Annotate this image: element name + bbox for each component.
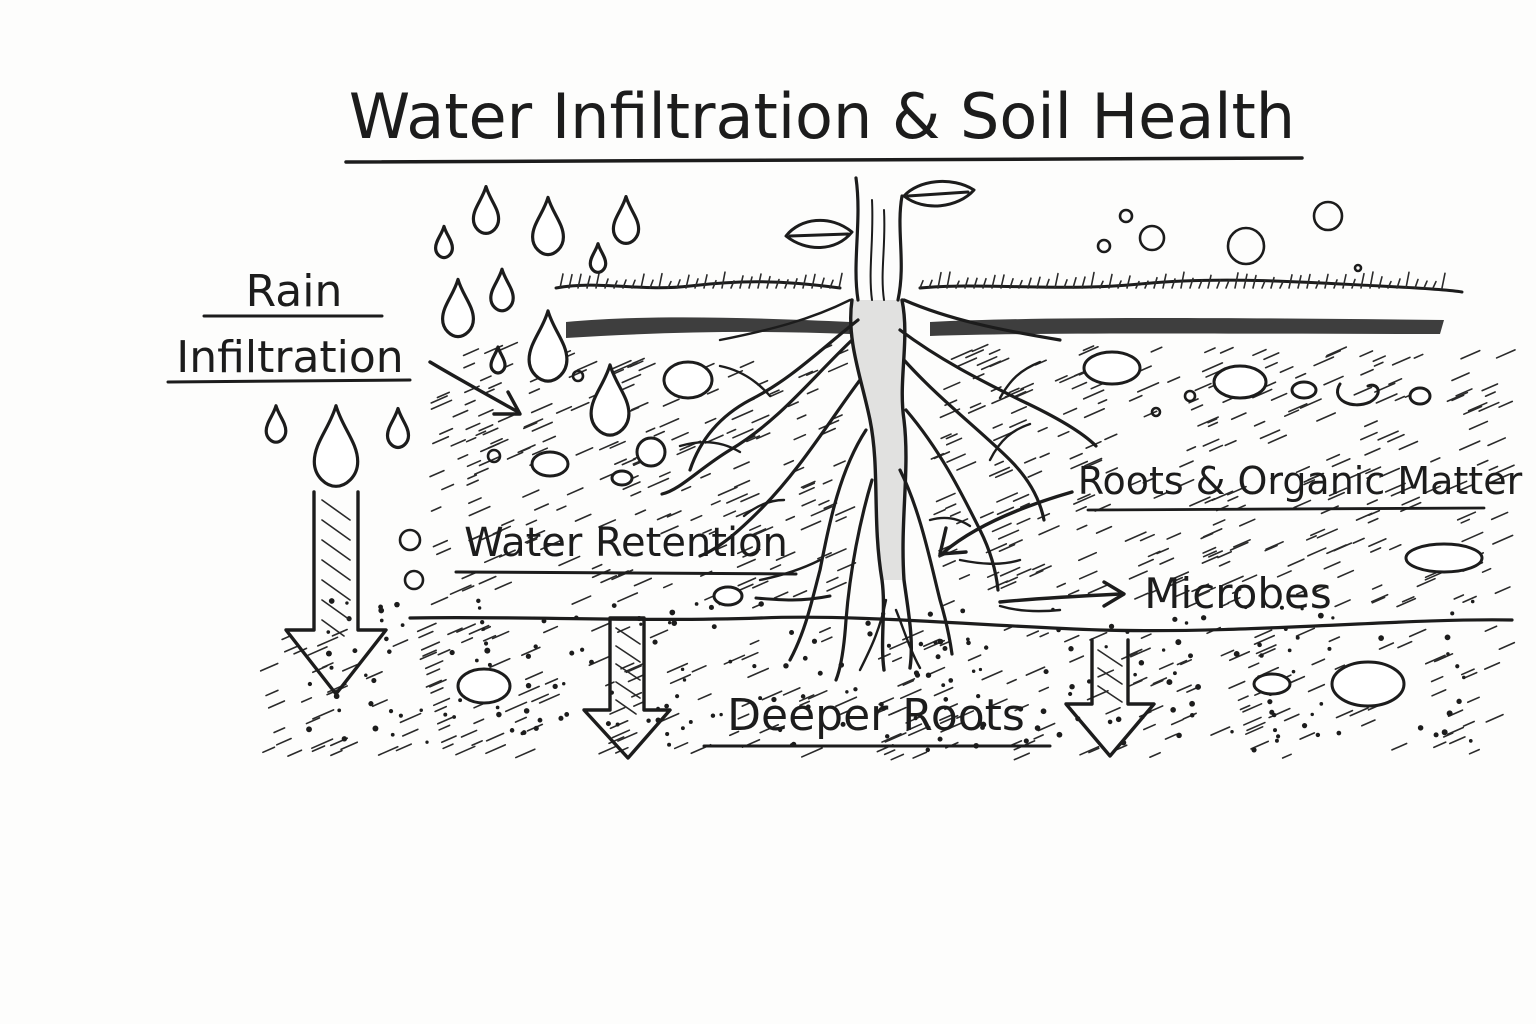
label-microbes: Microbes	[1144, 569, 1331, 618]
title-underline	[344, 155, 1304, 164]
pebble-icon	[635, 436, 667, 468]
raindrops	[264, 185, 641, 488]
root-strand	[988, 422, 1032, 462]
root-strand	[742, 498, 786, 518]
root-strand	[678, 440, 742, 454]
retention-pointer	[754, 594, 832, 602]
pebble-icon	[712, 585, 744, 607]
root-strand	[898, 328, 1098, 448]
root-strand	[894, 608, 922, 670]
leaf-right	[902, 179, 976, 208]
raindrop-icon	[264, 404, 288, 444]
label-rain-infiltration: Rain Infiltration	[166, 266, 412, 384]
label-roots-organic-matter: Roots & Organic Matter	[1078, 459, 1523, 512]
pointer-arrow-icon	[428, 360, 522, 416]
label-roots-text: Roots & Organic Matter	[1078, 459, 1523, 503]
root-strand	[788, 428, 868, 662]
pebble-icon	[662, 360, 714, 400]
root-strand	[718, 298, 852, 342]
pebble-icon	[1212, 364, 1268, 400]
raindrop-icon	[312, 404, 360, 488]
root-strand	[718, 364, 772, 398]
label-water-retention-text: Water Retention	[464, 520, 788, 566]
raindrop-icon	[589, 363, 631, 437]
raindrop-icon	[434, 224, 454, 260]
label-infiltration-line2: Infiltration	[176, 332, 403, 383]
raindrop-icon	[489, 345, 507, 375]
root-strand	[902, 298, 1062, 342]
pebble-icon	[610, 469, 634, 487]
root-strand	[998, 360, 1042, 400]
raindrop-icon	[531, 195, 565, 257]
pebble-icon	[1252, 672, 1292, 696]
pebble-icon	[530, 450, 570, 478]
root-strand	[758, 558, 822, 582]
root-strand	[904, 408, 1000, 592]
root-strand	[898, 468, 954, 656]
root-strand	[958, 558, 1022, 565]
raindrop-icon	[588, 242, 608, 274]
curled-organic-matter	[1336, 382, 1380, 407]
label-deeper-roots: Deeper Roots	[702, 690, 1052, 748]
raindrop-icon	[385, 406, 411, 450]
root-strand	[928, 516, 972, 528]
label-water-retention: Water Retention	[454, 520, 798, 576]
leaf-left	[784, 218, 854, 249]
label-deeper-roots-text: Deeper Roots	[727, 690, 1025, 741]
diagram-title: Water Infiltration & Soil Health	[349, 80, 1295, 153]
raindrop-icon	[441, 277, 475, 339]
raindrop-icon	[489, 267, 515, 313]
root-strand	[902, 358, 1046, 522]
label-rain-line1: Rain	[246, 266, 343, 317]
root-strand	[858, 598, 888, 672]
pebble-icon	[456, 667, 512, 705]
pebble-icon	[1082, 350, 1142, 386]
down-arrow-icon	[284, 490, 388, 696]
label-microbes-text: Microbes	[1144, 569, 1331, 618]
root-strand	[834, 478, 874, 682]
air-bubbles	[398, 200, 1363, 591]
down-arrow-icon	[1064, 638, 1156, 758]
pebble-icon	[1408, 386, 1432, 406]
raindrop-icon	[527, 309, 569, 383]
raindrop-icon	[471, 185, 501, 235]
root-strand	[660, 338, 854, 496]
grass-strokes	[559, 271, 1446, 289]
topsoil-band-right	[930, 318, 1444, 336]
pebble-icon	[1404, 542, 1484, 574]
topsoil-band	[566, 317, 850, 338]
subsoil-boundary-line	[408, 615, 1514, 633]
down-arrow-icon	[582, 616, 672, 760]
pointer-arrow-icon	[938, 490, 1074, 556]
pebble-icon	[1290, 380, 1318, 400]
root-strand	[698, 378, 862, 558]
plant-icon	[660, 176, 1098, 682]
raindrop-icon	[611, 195, 641, 245]
pebble-icon	[1330, 660, 1406, 708]
pointer-arrow-icon	[998, 580, 1126, 613]
